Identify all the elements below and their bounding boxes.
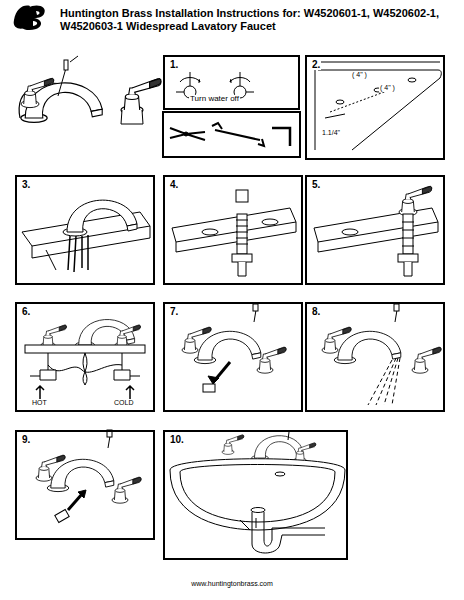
callout-label: HOT: [31, 399, 48, 407]
callout-label: ( 4" ): [351, 71, 368, 79]
step-panel: 1. Turn water off: [163, 55, 300, 110]
countertop: [315, 62, 441, 150]
step-number: 3.: [21, 179, 31, 190]
aerator-install: [36, 430, 141, 522]
aerator-removal: [182, 304, 286, 392]
step-panel: 7.: [163, 302, 303, 412]
callout-label: ( 4" ): [379, 84, 396, 92]
logo: [14, 6, 45, 31]
step-number: 2.: [311, 59, 321, 70]
step-number: 10.: [169, 434, 185, 445]
flush-water: [322, 304, 441, 405]
title: Huntington Brass Installation Instructio…: [60, 7, 455, 32]
supply-hookup: [25, 319, 145, 404]
step-number: 6.: [21, 306, 31, 317]
step-panel: 10.: [163, 430, 348, 560]
step-panel: 5.: [305, 175, 445, 285]
step-number: 1.: [169, 59, 179, 70]
step-number: 9.: [21, 434, 31, 445]
callout-label: Turn water off: [189, 95, 240, 104]
valve-install: [172, 190, 296, 276]
step-panel: 8.: [305, 302, 445, 412]
step-number: 5.: [311, 179, 321, 190]
callout-label: 1.1/4": [321, 129, 341, 137]
step-panel: 4.: [163, 175, 303, 285]
step-panel: 9.: [15, 430, 155, 540]
website-url: www.huntingtonbrass.com: [0, 580, 464, 588]
drain-install: [170, 432, 345, 553]
step-number: 7.: [169, 306, 179, 317]
step-panel: 3.: [15, 175, 155, 285]
handle-install: [314, 186, 438, 276]
step-number: 4.: [169, 179, 179, 190]
tools-panel: [163, 112, 300, 157]
faucet-install: [22, 200, 150, 272]
step-number: 8.: [311, 306, 321, 317]
tools: [170, 123, 290, 146]
faucet-illustration: [19, 56, 161, 124]
callout-label: COLD: [113, 399, 134, 407]
step-panel: 6. HOT COLD: [15, 302, 155, 412]
step-panel: 2. ( 4" ) ( 4" ) 1.1/4": [305, 55, 445, 160]
